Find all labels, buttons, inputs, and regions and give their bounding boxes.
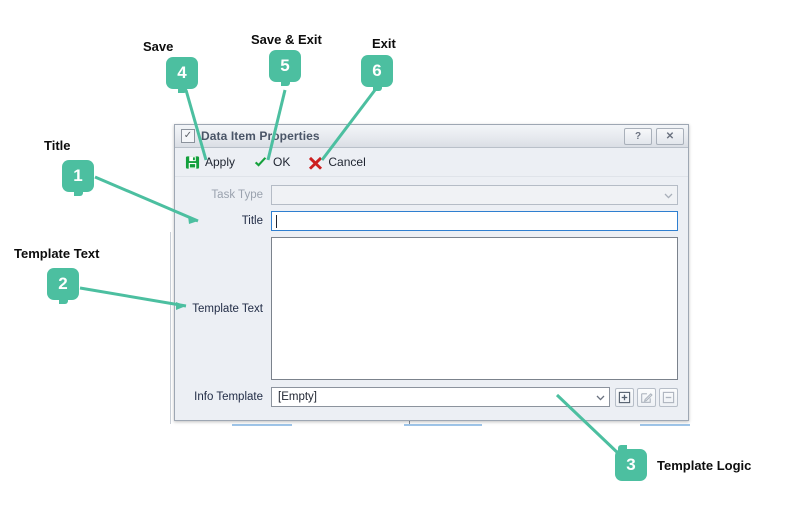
task-type-label: Task Type [211, 189, 263, 201]
red-x-icon [308, 155, 323, 170]
cancel-label: Cancel [328, 155, 366, 169]
template-text-label: Template Text [192, 302, 263, 315]
dialog-title: Data Item Properties [201, 129, 320, 143]
data-item-properties-dialog: ✓ Data Item Properties ? ✕ Apply [174, 124, 689, 421]
chevron-down-icon [594, 391, 607, 404]
cancel-button[interactable]: Cancel [308, 155, 366, 170]
checkbox-checked-icon[interactable]: ✓ [181, 129, 195, 143]
info-template-row: Info Template [Empty] [185, 387, 678, 407]
dialog-toolbar: Apply OK Cancel [175, 148, 688, 177]
info-template-value: [Empty] [278, 391, 317, 403]
task-type-row: Task Type [185, 185, 678, 205]
close-icon[interactable]: ✕ [656, 127, 684, 145]
remove-template-button[interactable] [659, 387, 678, 407]
edit-template-button[interactable] [637, 387, 656, 407]
dialog-form: Task Type Title Template Text Info Templ… [175, 177, 688, 407]
apply-label: Apply [205, 155, 236, 169]
chevron-down-icon [662, 189, 675, 202]
title-row: Title [185, 211, 678, 231]
title-label: Title [241, 215, 263, 227]
task-type-select[interactable] [271, 185, 678, 205]
dialog-titlebar[interactable]: ✓ Data Item Properties ? ✕ [175, 125, 688, 148]
apply-button[interactable]: Apply [185, 155, 235, 170]
ok-button[interactable]: OK [253, 155, 290, 170]
title-input[interactable] [271, 211, 678, 231]
template-text-input[interactable] [271, 237, 678, 380]
template-text-row: Template Text [185, 237, 678, 380]
info-template-label: Info Template [194, 391, 263, 403]
info-template-actions [615, 387, 678, 407]
info-template-select[interactable]: [Empty] [271, 387, 610, 407]
save-floppy-icon [185, 155, 200, 170]
help-icon[interactable]: ? [624, 127, 652, 145]
add-template-button[interactable] [615, 387, 634, 407]
check-icon [253, 155, 268, 170]
ok-label: OK [273, 155, 291, 169]
text-caret [276, 214, 277, 228]
